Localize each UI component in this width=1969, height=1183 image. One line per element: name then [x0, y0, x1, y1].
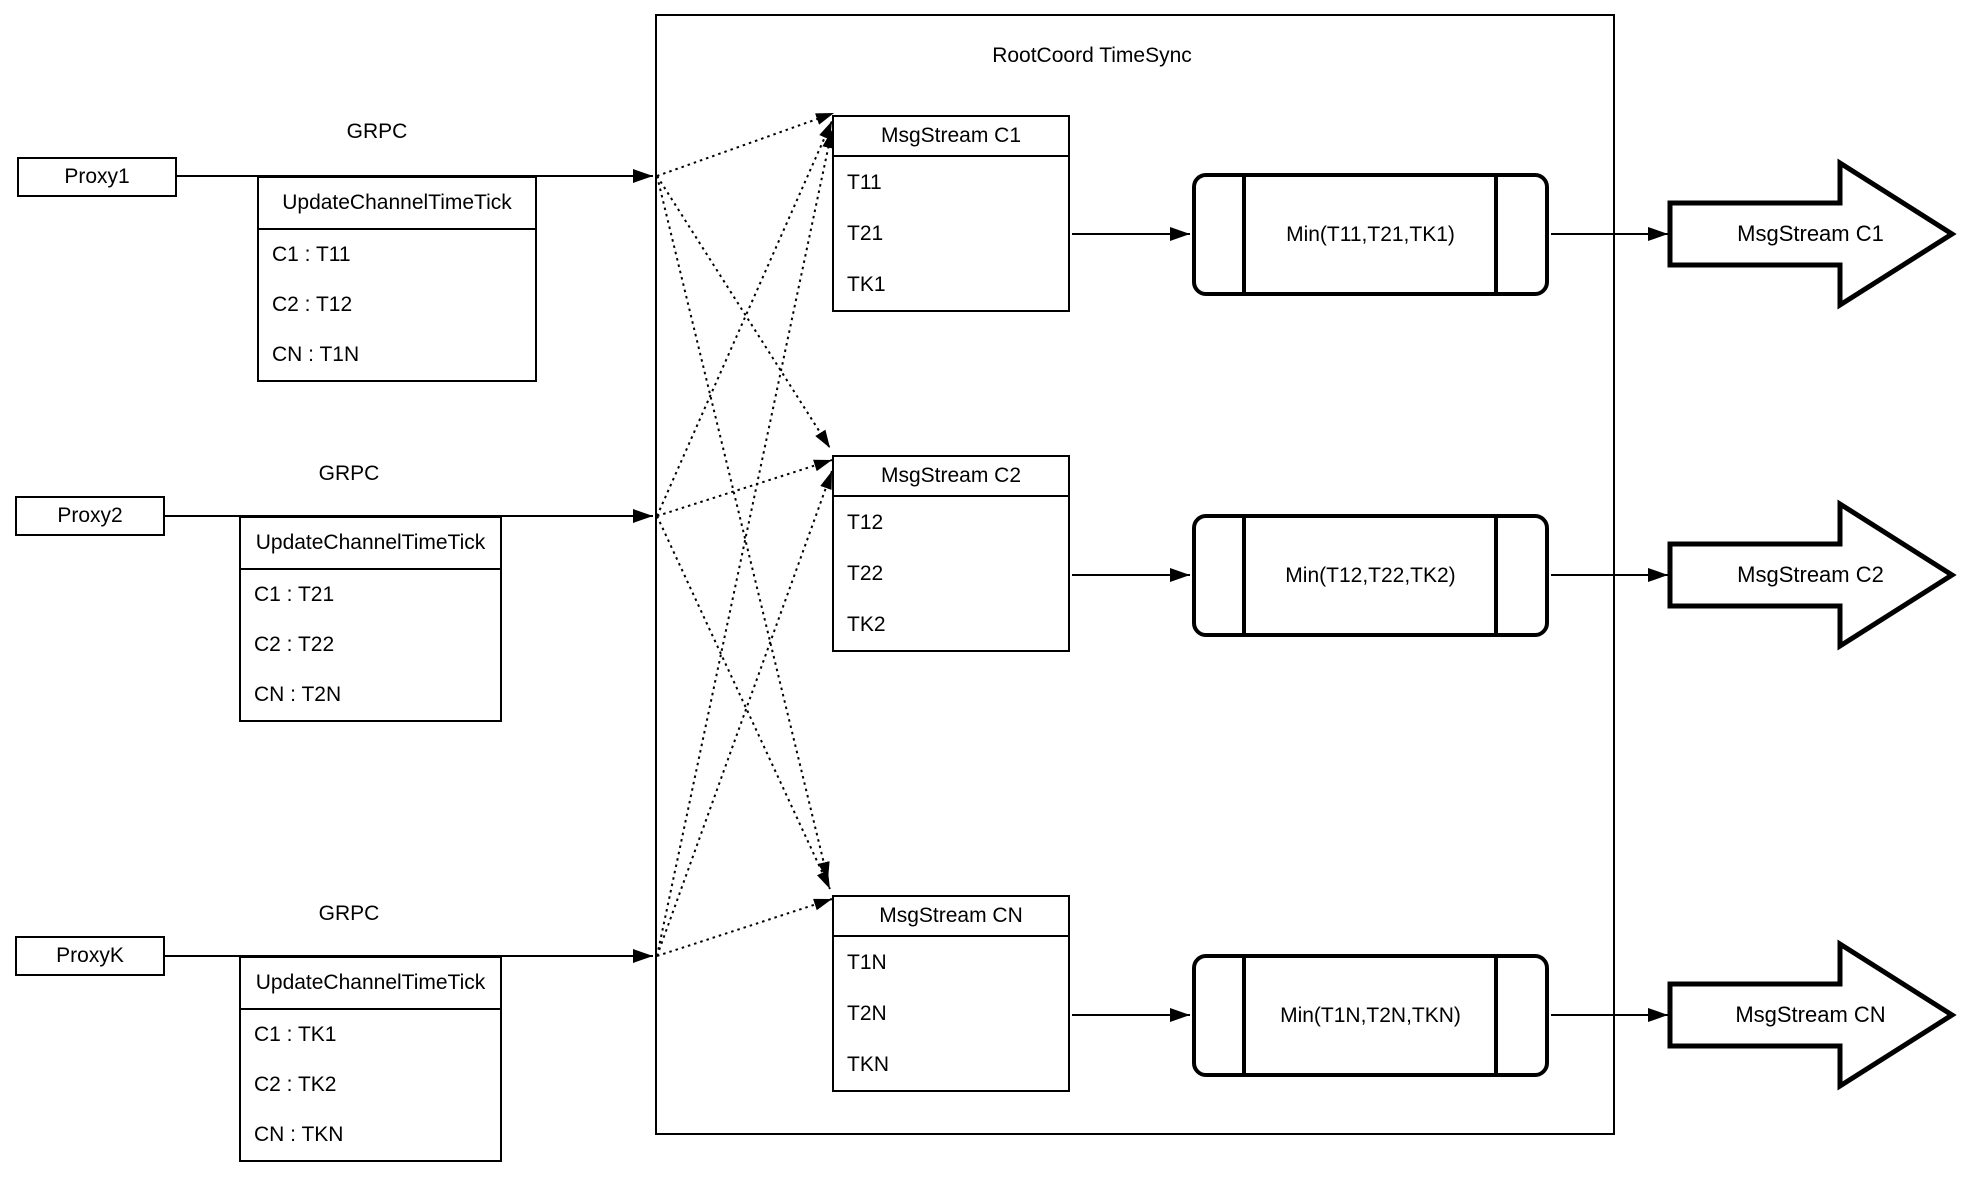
table-row: C2 : T12	[272, 293, 353, 316]
process-divider	[1242, 177, 1246, 292]
msgstream-row: T12	[847, 510, 884, 534]
proxy2-label: Proxy2	[57, 504, 123, 527]
update-channel-table-1: UpdateChannelTimeTick C1 : T11 C2 : T12 …	[257, 176, 537, 382]
proxy2-box: Proxy2	[15, 496, 165, 536]
table-row: C1 : T21	[254, 583, 335, 606]
table-row: C1 : T11	[272, 243, 351, 266]
min-process-box-3: Min(T1N,T2N,TKN)	[1192, 954, 1549, 1077]
table-row: CN : TKN	[254, 1123, 344, 1146]
msgstream-c2-box: MsgStream C2 T12 T22 TK2	[832, 455, 1070, 652]
update-channel-table-2: UpdateChannelTimeTick C1 : T21 C2 : T22 …	[239, 516, 502, 722]
process-divider	[1494, 958, 1498, 1073]
grpc-label-2: GRPC	[318, 462, 380, 485]
table-row: C2 : TK2	[254, 1073, 337, 1096]
min-label-1: Min(T11,T21,TK1)	[1286, 222, 1455, 246]
table-row: CN : T1N	[272, 343, 360, 366]
table-header: UpdateChannelTimeTick	[259, 178, 535, 230]
process-divider	[1494, 518, 1498, 633]
msgstream-header: MsgStream CN	[834, 897, 1068, 937]
proxy1-box: Proxy1	[17, 157, 177, 197]
update-channel-table-3: UpdateChannelTimeTick C1 : TK1 C2 : TK2 …	[239, 956, 502, 1162]
msgstream-row: TK2	[847, 612, 886, 636]
min-process-box-2: Min(T12,T22,TK2)	[1192, 514, 1549, 637]
table-row: C1 : TK1	[254, 1023, 337, 1046]
process-divider	[1242, 518, 1246, 633]
table-row: CN : T2N	[254, 683, 342, 706]
msgstream-cn-box: MsgStream CN T1N T2N TKN	[832, 895, 1070, 1092]
msgstream-row: T2N	[847, 1001, 887, 1025]
table-header: UpdateChannelTimeTick	[241, 958, 500, 1010]
process-divider	[1494, 177, 1498, 292]
output-arrow-label-3: MsgStream CN	[1735, 1002, 1886, 1027]
proxyk-box: ProxyK	[15, 936, 165, 976]
process-divider	[1242, 958, 1246, 1073]
table-header: UpdateChannelTimeTick	[241, 518, 500, 570]
min-process-box-1: Min(T11,T21,TK1)	[1192, 173, 1549, 296]
msgstream-row: T1N	[847, 950, 887, 974]
msgstream-header: MsgStream C2	[834, 457, 1068, 497]
table-row: C2 : T22	[254, 633, 335, 656]
msgstream-row: T11	[847, 170, 882, 194]
proxy1-label: Proxy1	[64, 165, 130, 188]
msgstream-row: T22	[847, 561, 884, 585]
msgstream-c1-box: MsgStream C1 T11 T21 TK1	[832, 115, 1070, 312]
msgstream-header: MsgStream C1	[834, 117, 1068, 157]
msgstream-row: TK1	[847, 272, 886, 296]
output-arrow-label-1: MsgStream C1	[1737, 221, 1884, 246]
min-label-3: Min(T1N,T2N,TKN)	[1280, 1003, 1461, 1027]
grpc-label-1: GRPC	[346, 120, 408, 143]
proxyk-label: ProxyK	[56, 944, 124, 967]
rootcoord-title: RootCoord TimeSync	[992, 44, 1192, 67]
output-arrow-label-2: MsgStream C2	[1737, 562, 1884, 587]
msgstream-row: T21	[847, 221, 884, 245]
msgstream-row: TKN	[847, 1052, 889, 1076]
grpc-label-3: GRPC	[318, 902, 380, 925]
min-label-2: Min(T12,T22,TK2)	[1285, 563, 1456, 587]
